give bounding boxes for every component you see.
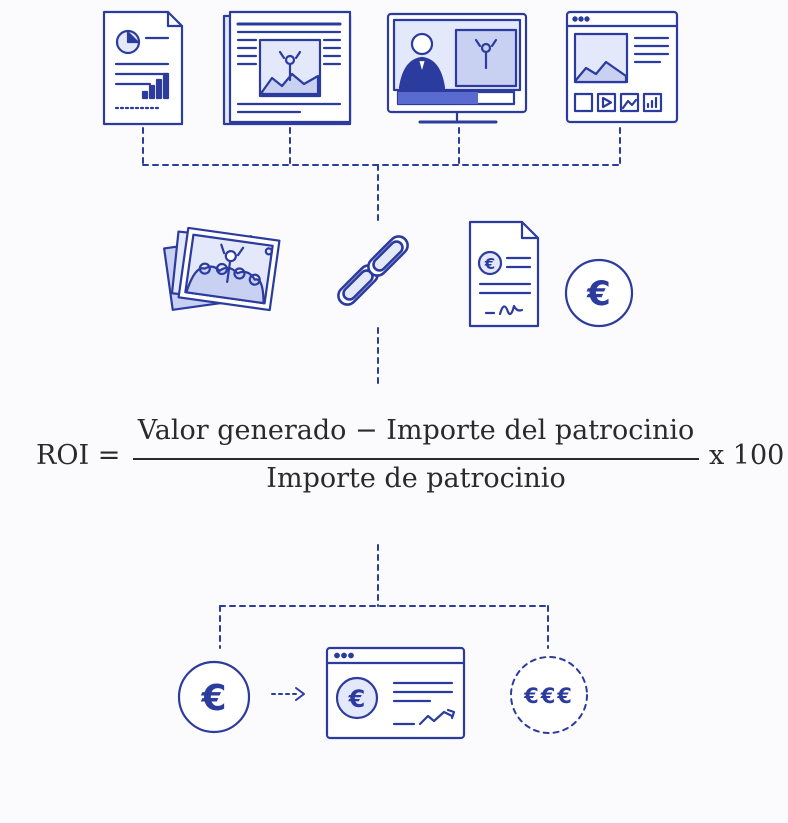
formula-lhs: ROI = <box>36 440 121 471</box>
formula-multiplier: x 100 <box>709 440 785 471</box>
formula-denominator: Importe de patrocinio <box>266 463 566 494</box>
euro-triple-symbol: €€€ <box>523 684 574 708</box>
formula-numerator: Valor generado − Importe del patrocinio <box>137 415 695 446</box>
euro-symbol-report: € <box>484 255 495 273</box>
euro-coin-icon <box>564 258 634 328</box>
top-connector-lines <box>142 127 621 221</box>
newspaper-icon <box>222 10 352 126</box>
fraction-bar <box>133 458 699 460</box>
contract-document-icon <box>468 220 540 328</box>
euro-multiple-coin-icon <box>510 656 588 734</box>
dashboard-window-icon <box>325 646 466 740</box>
bottom-connector-lines <box>219 544 549 649</box>
link-chain-icon <box>337 235 409 306</box>
arrow-right-icon <box>271 687 305 701</box>
euro-coin-icon <box>177 660 251 734</box>
roi-formula: ROI = Valor generado − Importe del patro… <box>0 410 788 500</box>
tv-broadcast-icon <box>386 12 528 124</box>
report-document-icon <box>102 10 184 126</box>
euro-symbol-coin-bottom: € <box>200 678 226 719</box>
photo-stack-icon <box>163 226 281 312</box>
euro-symbol-dashboard: € <box>348 685 366 713</box>
web-page-icon <box>565 10 679 124</box>
euro-symbol-coin: € <box>586 274 611 314</box>
